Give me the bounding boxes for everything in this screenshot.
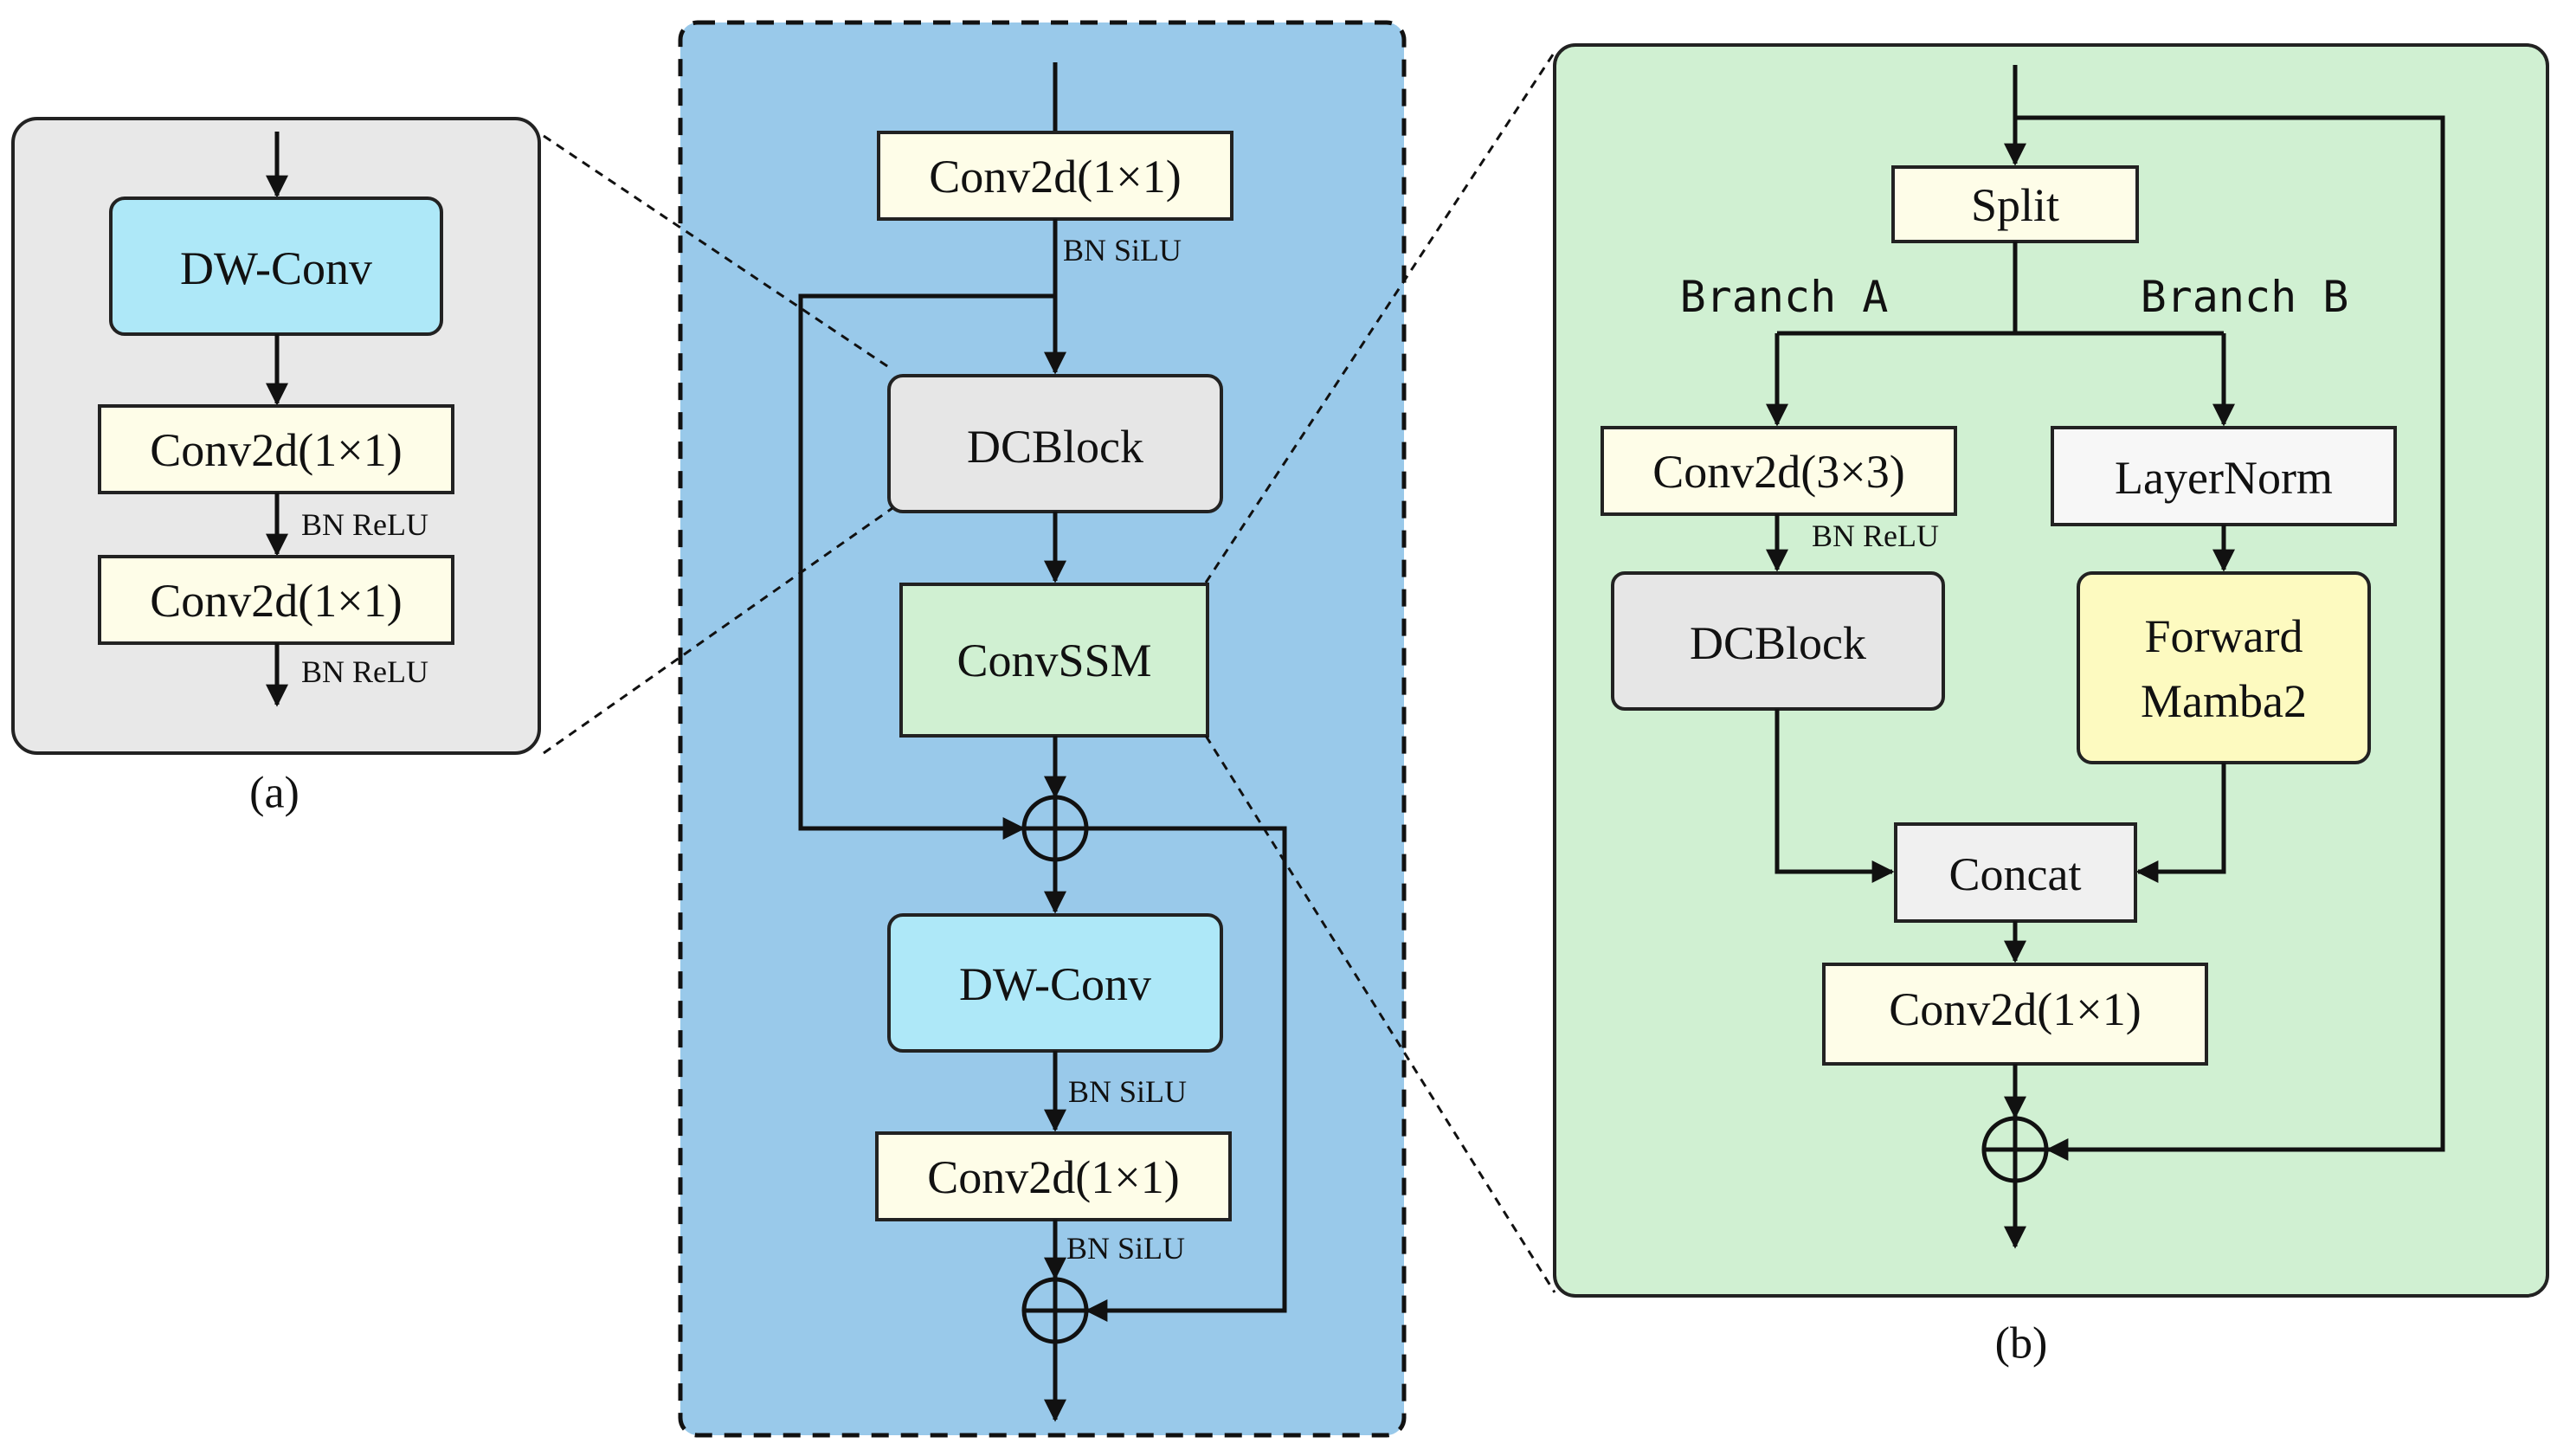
conv-top-label: Conv2d(1×1) [929,151,1181,203]
dcblock-label-b: DCBlock [1690,617,1866,669]
b-arrow-mamba-to-concat [2135,763,2226,883]
branch-a-label: Branch A [1680,272,1889,322]
forward-mamba-box [2077,571,2371,764]
skip-connection-left [798,293,1055,840]
split-label: Split [1971,179,2059,231]
add-node-1 [1021,795,1089,862]
dcblock-label-main: DCBlock [967,421,1143,473]
act1-label-a: BN ReLU [301,507,428,542]
convssm-label: ConvSSM [956,635,1151,686]
panel-a-caption: (a) [249,769,299,818]
add-node-b [1981,1116,2049,1183]
panel-b: Split Branch A Branch B Conv2d(3×3) BN R… [1553,43,2549,1369]
act-bottom-label: BN SiLU [1066,1231,1185,1266]
conv1-label-b: Conv2d(1×1) [1889,983,2141,1035]
conv3-box [1601,426,1957,516]
conv1-label-a: Conv2d(1×1) [150,424,402,476]
layernorm-label: LayerNorm [2115,452,2333,504]
conv3-label: Conv2d(3×3) [1652,446,1904,498]
zoom-line-b-bottom [1204,735,1556,1293]
act-dw-label: BN SiLU [1068,1074,1187,1109]
act-conv3-label: BN ReLU [1812,519,1939,553]
zoom-line-b-top [1204,51,1556,583]
b-residual-loop [2015,115,2445,1161]
split-box [1891,165,2139,243]
conv-top-box [877,131,1233,221]
conv-bottom-label: Conv2d(1×1) [927,1151,1179,1203]
conv1-box-b [1822,963,2208,1066]
b-arrow-dcblock-to-concat [1774,709,1895,883]
panel-a: DW-Conv Conv2d(1×1) BN ReLU Conv2d(1×1) … [11,117,541,818]
conv2-label-a: Conv2d(1×1) [150,575,402,627]
convssm-box [899,583,1209,738]
zoom-line-a-top [543,134,893,371]
concat-label: Concat [1949,848,2082,900]
act-top-label: BN SiLU [1063,233,1182,267]
forward-mamba-label-line2: Mamba2 [2141,675,2307,727]
act2-label-a: BN ReLU [301,654,428,689]
concat-box [1894,822,2137,923]
add-node-2 [1021,1277,1089,1344]
conv1-box-a [98,404,454,494]
forward-mamba-label-line1: Forward [2145,610,2303,662]
panel-b-caption: (b) [1995,1319,2048,1369]
branch-b-label: Branch B [2141,272,2349,322]
dwconv-label-main: DW-Conv [959,958,1151,1010]
panel-main: Conv2d(1×1) BN SiLU DCBlock ConvSSM DW-C… [678,20,1407,1438]
panel-b-background [1553,43,2549,1298]
skip-connection-right [1085,826,1287,1322]
dwconv-label-a: DW-Conv [180,242,372,294]
